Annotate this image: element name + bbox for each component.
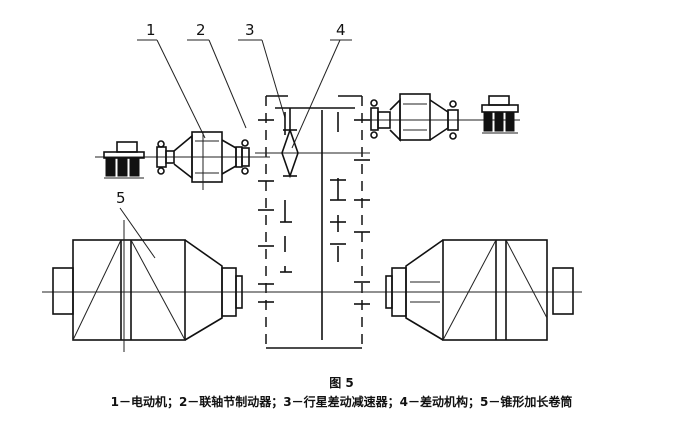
left-motor-assembly: [103, 131, 250, 190]
planetary-reducer: [258, 95, 370, 349]
label-1: 1: [146, 21, 156, 39]
figure-legend: 1－电动机；2－联轴节制动器；3－行星差动减速器；4－差动机构；5－锥形加长卷筒: [110, 395, 573, 409]
leader-lines: [119, 39, 352, 259]
right-motor-assembly: [370, 93, 519, 142]
right-conical-drum: [385, 239, 574, 341]
label-3: 3: [245, 21, 255, 39]
figure-title: 图 5: [329, 376, 354, 390]
label-4: 4: [336, 21, 346, 39]
differential-mechanism: [281, 108, 299, 179]
center-lines: [42, 119, 582, 293]
label-5: 5: [116, 189, 126, 207]
label-2: 2: [196, 21, 206, 39]
left-conical-drum: [52, 220, 243, 352]
